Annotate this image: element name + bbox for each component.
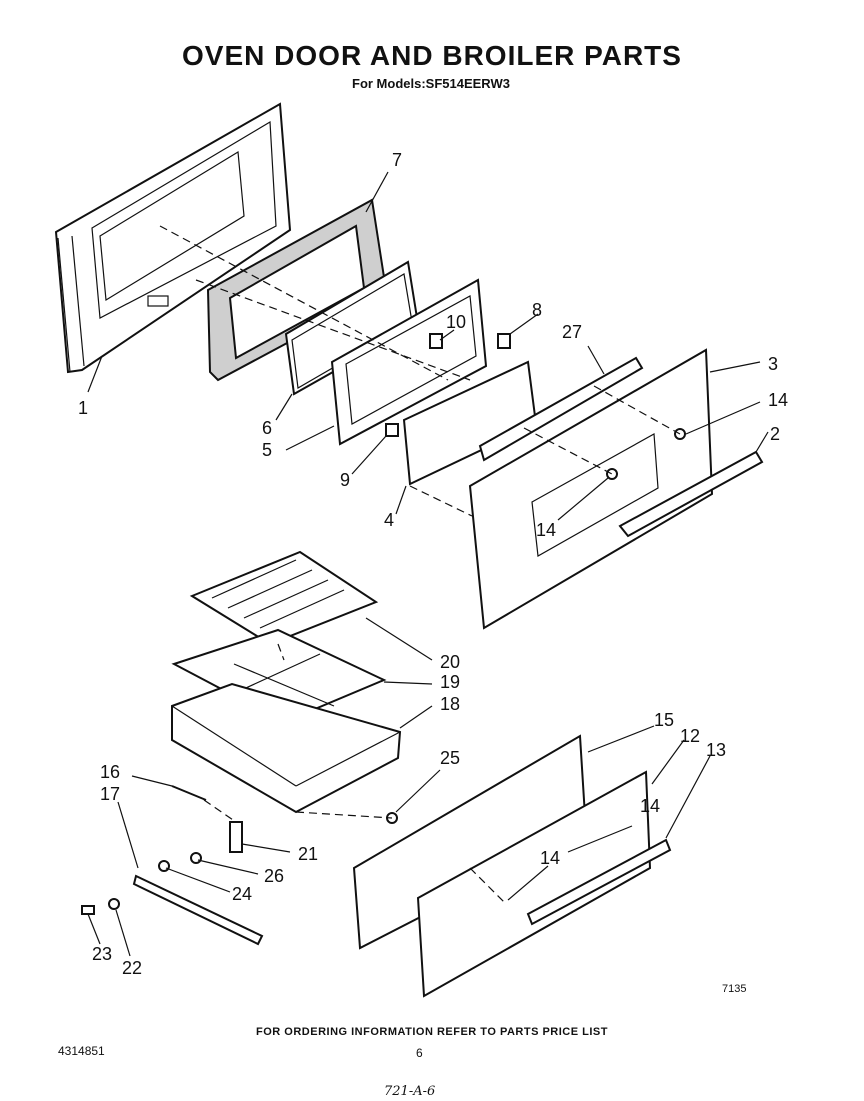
callout-17: 17 [100,784,120,804]
callout-10: 10 [446,312,466,332]
broiler-pan [171,682,402,814]
callout-22: 22 [122,958,142,978]
hinge-hardware [81,812,398,946]
callout-16: 16 [100,762,120,782]
assembly-lines [159,225,681,903]
model-subtitle: For Models:SF514EERW3 [352,76,510,91]
callout-20: 20 [440,652,460,672]
inner-door-panel [54,102,292,374]
callout-4: 4 [384,510,394,530]
broiler-grid [189,550,379,646]
callout-2: 2 [770,424,780,444]
page-title: OVEN DOOR AND BROILER PARTS [182,40,682,71]
callout-14-broiler-right: 14 [640,796,660,816]
callout-3: 3 [768,354,778,374]
callout-1: 1 [78,398,88,418]
callout-27: 27 [562,322,582,342]
callout-5: 5 [262,440,272,460]
window-pack [330,278,488,446]
callout-19: 19 [440,672,460,692]
callout-14-broiler-left: 14 [540,848,560,868]
part-number: 4314851 [58,1044,105,1058]
handwritten-note: 721-A-6 [384,1084,436,1099]
callout-13: 13 [706,740,726,760]
drawing-number: 7135 [722,983,747,995]
callout-18: 18 [440,694,460,714]
callout-7: 7 [392,150,402,170]
callout-21: 21 [298,844,318,864]
ordering-note: FOR ORDERING INFORMATION REFER TO PARTS … [256,1026,608,1038]
outer-door-panel [468,348,714,630]
callout-12: 12 [680,726,700,746]
callout-9: 9 [340,470,350,490]
callout-25: 25 [440,748,460,768]
callout-8: 8 [532,300,542,320]
window-brackets [385,333,511,437]
callout-15: 15 [654,710,674,730]
broiler-door-outer [416,770,652,998]
door-handle [618,450,764,538]
spring [171,785,207,801]
door-trim [478,356,644,462]
broiler-door-handle [526,838,672,926]
callout-labels: 1 2 3 4 5 6 7 8 9 10 12 13 14 14 14 14 1… [78,150,788,978]
callout-23: 23 [92,944,112,964]
leader-lines [87,171,769,957]
callout-14-door-bottom: 14 [536,520,556,540]
callout-24: 24 [232,884,252,904]
callout-14-door-top: 14 [768,390,788,410]
page-number: 6 [416,1046,423,1060]
callout-26: 26 [264,866,284,886]
callout-6: 6 [262,418,272,438]
